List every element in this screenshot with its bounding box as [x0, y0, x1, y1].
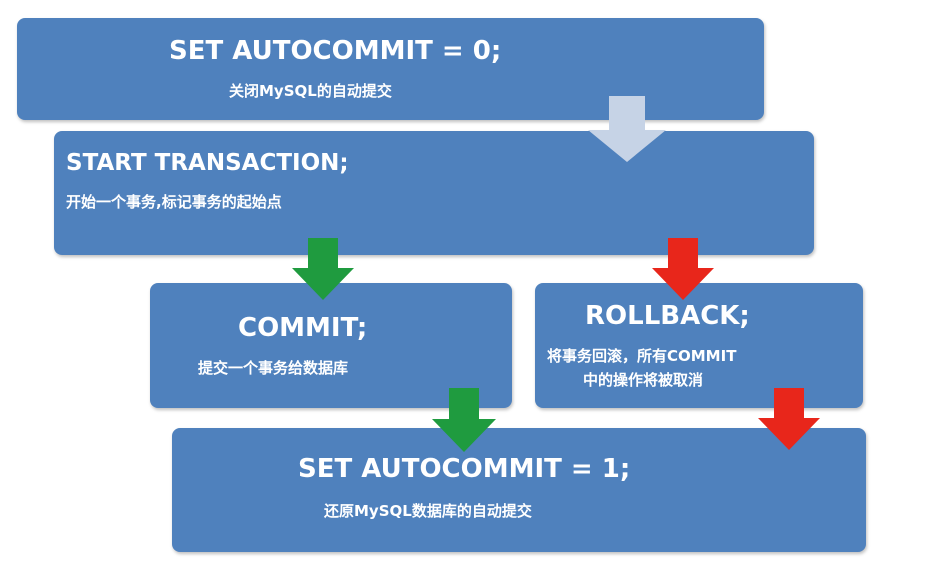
start-transaction-title: START TRANSACTION;: [66, 150, 349, 176]
autocommit-on-subtitle: 还原MySQL数据库的自动提交: [324, 502, 532, 520]
down-arrow-neutral: [588, 96, 666, 162]
autocommit-on-title: SET AUTOCOMMIT = 1;: [298, 454, 631, 484]
rollback-box: ROLLBACK; 将事务回滚，所有COMMIT 中的操作将被取消: [535, 283, 863, 408]
commit-title: COMMIT;: [238, 313, 368, 343]
commit-subtitle: 提交一个事务给数据库: [198, 359, 349, 377]
rollback-subtitle-line2: 中的操作将被取消: [583, 371, 704, 389]
rollback-title: ROLLBACK;: [585, 301, 750, 331]
autocommit-off-box: SET AUTOCOMMIT = 0; 关闭MySQL的自动提交: [17, 18, 764, 120]
autocommit-on-box: SET AUTOCOMMIT = 1; 还原MySQL数据库的自动提交: [172, 428, 866, 552]
autocommit-off-subtitle: 关闭MySQL的自动提交: [229, 82, 392, 100]
autocommit-off-title: SET AUTOCOMMIT = 0;: [169, 36, 502, 66]
down-arrow-commit: [292, 238, 354, 300]
commit-box: COMMIT; 提交一个事务给数据库: [150, 283, 512, 408]
down-arrow-commit-end: [432, 388, 496, 452]
down-arrow-rollback-end: [758, 388, 820, 450]
start-transaction-box: START TRANSACTION; 开始一个事务,标记事务的起始点: [54, 131, 814, 255]
down-arrow-rollback: [652, 238, 714, 300]
start-transaction-subtitle: 开始一个事务,标记事务的起始点: [66, 193, 282, 211]
rollback-subtitle-line1: 将事务回滚，所有COMMIT: [547, 347, 737, 365]
